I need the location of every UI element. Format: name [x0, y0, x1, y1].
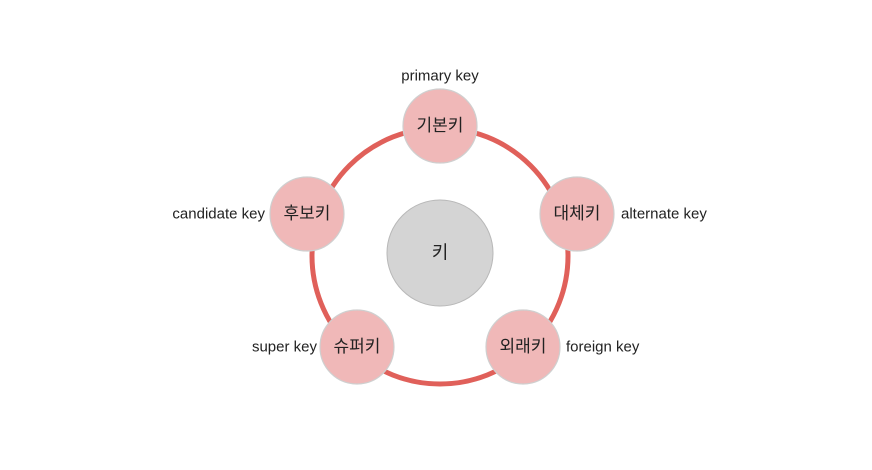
key-node-primary: 기본키 primary key	[401, 68, 479, 164]
key-node-alternate-circle	[539, 176, 615, 252]
key-node-alternate-label: 대체키	[554, 204, 601, 224]
center-node-label: 키	[432, 243, 449, 264]
key-node-primary-label: 기본키	[417, 116, 464, 136]
key-node-foreign: 외래키 foreign key	[485, 309, 640, 385]
key-node-super-label: 슈퍼키	[334, 337, 381, 357]
key-english-super: super key	[252, 339, 318, 356]
key-english-alternate: alternate key	[621, 206, 707, 223]
key-node-candidate-label: 후보키	[284, 204, 331, 224]
key-english-primary: primary key	[401, 68, 479, 85]
key-node-super: 슈퍼키 super key	[252, 309, 395, 385]
key-node-candidate-circle	[269, 176, 345, 252]
center-node: 키	[386, 199, 494, 307]
key-english-candidate: candidate key	[172, 206, 265, 223]
key-node-super-circle	[319, 309, 395, 385]
key-english-foreign: foreign key	[566, 339, 640, 356]
key-node-foreign-circle	[485, 309, 561, 385]
key-node-primary-circle	[402, 88, 478, 164]
key-node-candidate: 후보키 candidate key	[172, 176, 345, 252]
center-node-circle	[386, 199, 494, 307]
key-node-alternate: 대체키 alternate key	[539, 176, 707, 252]
key-node-foreign-label: 외래키	[500, 337, 547, 357]
